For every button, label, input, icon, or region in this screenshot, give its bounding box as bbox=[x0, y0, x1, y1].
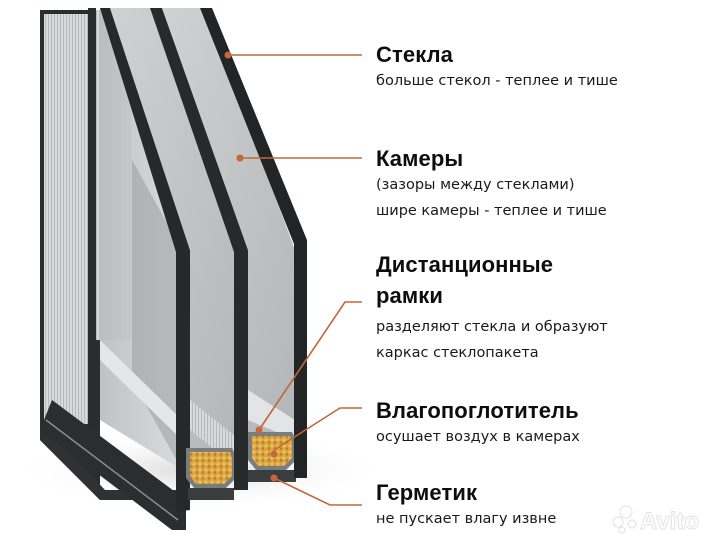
label-spacer-title-1: Дистанционные bbox=[376, 252, 554, 277]
label-spacer-frames: Дистанционные рамки разделяют стекла и о… bbox=[376, 248, 608, 366]
label-glass-title: Стекла bbox=[376, 42, 453, 67]
pane-middle bbox=[88, 8, 182, 470]
label-spacer-title-2: рамки bbox=[376, 283, 443, 308]
frame-bottom-edge bbox=[45, 419, 179, 521]
avito-watermark-text: Avito bbox=[640, 508, 699, 535]
leader-line-desiccant bbox=[273, 407, 362, 451]
pane-back bbox=[40, 10, 180, 500]
label-glass-desc: больше стекол - теплее и тише bbox=[376, 73, 618, 89]
leader-line-sealant bbox=[273, 477, 362, 506]
chamber-1-glass bbox=[110, 8, 240, 470]
leader-line-spacer bbox=[258, 301, 362, 431]
label-chambers: Камеры (зазоры между стеклами) шире каме… bbox=[376, 146, 607, 224]
label-chambers-desc-1: (зазоры между стеклами) bbox=[376, 177, 575, 193]
leader-lines bbox=[228, 54, 362, 506]
leader-dots bbox=[224, 51, 278, 482]
avito-logo-icon bbox=[612, 505, 637, 534]
pane-3-edge bbox=[150, 8, 248, 490]
label-sealant-title: Герметик bbox=[376, 480, 478, 505]
label-desiccant: Влагопоглотитель осушает воздух в камера… bbox=[376, 398, 580, 450]
chamber-2-glass bbox=[162, 8, 295, 450]
label-spacer-desc-1: разделяют стекла и образуют bbox=[376, 319, 608, 335]
label-sealant-desc: не пускает влагу извне bbox=[376, 511, 557, 527]
pane-2-edge bbox=[100, 8, 190, 512]
label-spacer-desc-2: каркас стеклопакета bbox=[376, 345, 539, 361]
label-desiccant-desc: осушает воздух в камерах bbox=[376, 429, 580, 445]
pane-front-edge bbox=[200, 8, 307, 478]
label-glass: Стекла больше стекол - теплее и тише bbox=[376, 42, 618, 94]
avito-watermark: Avito bbox=[612, 505, 700, 536]
label-desiccant-title: Влагопоглотитель bbox=[376, 398, 579, 423]
label-chambers-desc-2: шире камеры - теплее и тише bbox=[376, 203, 607, 219]
spacer-frame-2 bbox=[248, 432, 296, 482]
chamber-2-reflection bbox=[248, 390, 295, 440]
label-sealant: Герметик не пускает влагу извне bbox=[376, 480, 556, 532]
spacer-frame-1 bbox=[186, 448, 236, 500]
label-chambers-title: Камеры bbox=[376, 146, 464, 171]
